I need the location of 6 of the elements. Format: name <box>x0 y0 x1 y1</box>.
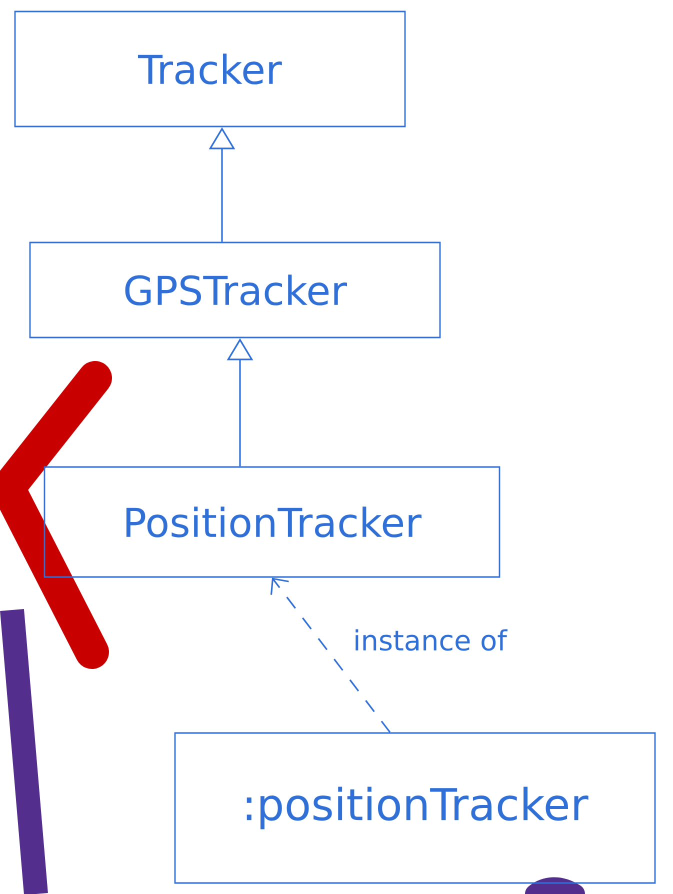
class-box: GPSTracker <box>29 242 441 338</box>
arrow <box>270 578 391 733</box>
class-box: PositionTracker <box>44 466 500 578</box>
class-box: :positionTracker <box>174 732 656 884</box>
class-box: Tracker <box>14 10 406 128</box>
edge-label: instance of <box>351 627 509 653</box>
